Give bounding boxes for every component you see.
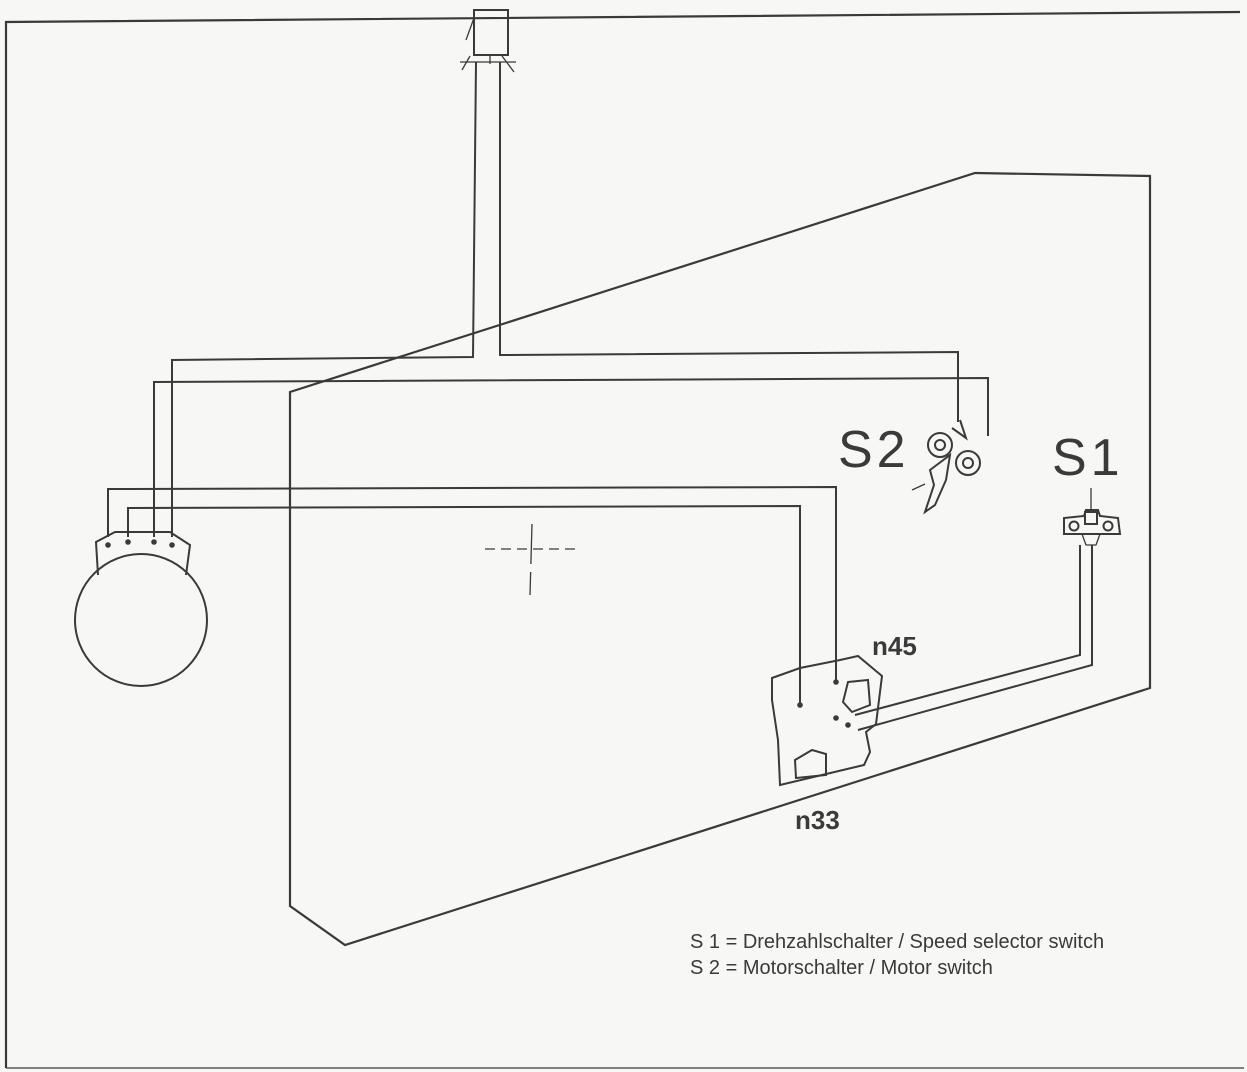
cable-motor-board-a [107, 485, 837, 680]
cable-s1-board-2 [857, 545, 1093, 731]
cable-s1-board [854, 545, 1081, 716]
s2-label: S2 [838, 421, 910, 479]
s1-speed-selector-switch [1063, 488, 1122, 546]
s2-motor-switch [911, 419, 981, 515]
legend-item-s1: S 1 = Drehzahlschalter / Speed selector … [690, 931, 1105, 953]
legend: S 1 = Drehzahlschalter / Speed selector … [690, 929, 1104, 981]
cable-top-left [171, 61, 477, 537]
n45-label: n45 [872, 631, 917, 661]
s1-label: S1 [1052, 429, 1124, 487]
chassis-outline [288, 171, 1152, 947]
page-border [4, 10, 1241, 1068]
top-connector [460, 9, 516, 73]
cable-motor-s2 [153, 376, 989, 537]
speed-board [771, 654, 884, 787]
n33-label: n33 [795, 805, 840, 835]
legend-item-s2: S 2 = Motorschalter / Motor switch [690, 957, 993, 979]
center-crosshair [485, 523, 575, 596]
cable-top-right [499, 62, 959, 422]
cable-motor-board-b [127, 504, 801, 705]
motor [74, 531, 208, 687]
